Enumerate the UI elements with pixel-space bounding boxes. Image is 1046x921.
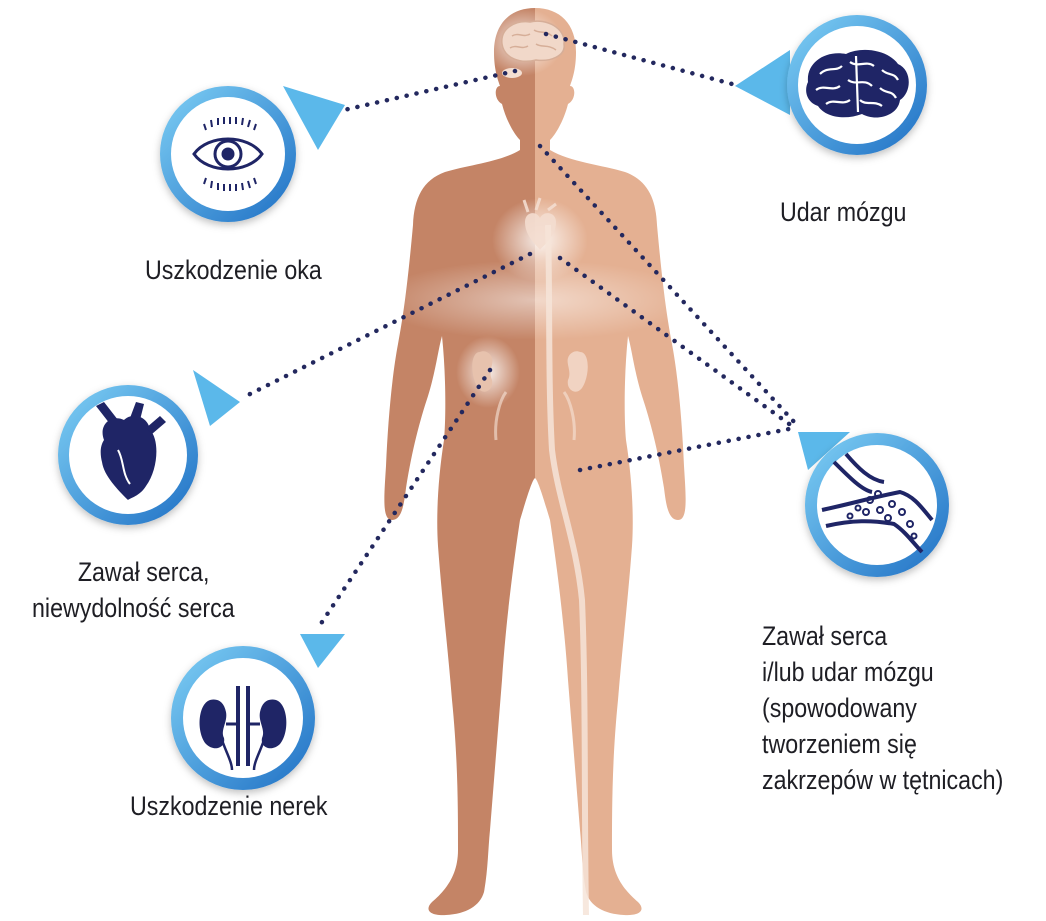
callout-kidney[interactable] (171, 634, 345, 790)
label-artery-line-2: i/lub udar mózgu (762, 654, 1003, 690)
label-artery-line-5: zakrzepów w tętnicach) (762, 762, 1003, 798)
body-right-half (535, 8, 686, 915)
label-heart-line-1: Zawał serca, (32, 554, 235, 590)
callout-eye[interactable] (160, 86, 345, 222)
badge-tail (300, 634, 345, 668)
label-eye: Uszkodzenie oka (145, 252, 322, 288)
label-brain: Udar mózgu (780, 194, 906, 230)
callout-brain[interactable] (735, 15, 927, 155)
label-artery-line-4: tworzeniem się (762, 726, 1003, 762)
body-left-half (384, 8, 535, 915)
brain-on-head (502, 21, 564, 61)
human-body-figure (375, 8, 695, 915)
callout-heart[interactable] (58, 370, 240, 525)
label-heart: Zawał serca, niewydolność serca (32, 554, 235, 626)
badge-tail (735, 50, 790, 115)
connector-eye (344, 71, 515, 110)
label-kidney: Uszkodzenie nerek (130, 788, 327, 824)
badge-tail (193, 370, 240, 426)
label-heart-line-2: niewydolność serca (32, 590, 235, 626)
connector-brain (546, 34, 747, 88)
brain-icon (806, 50, 909, 118)
callout-artery[interactable] (798, 432, 949, 577)
label-artery-line-3: (spowodowany (762, 690, 1003, 726)
chest-glow (375, 260, 695, 340)
label-artery: Zawał serca i/lub udar mózgu (spowodowan… (762, 618, 1003, 798)
label-artery-line-1: Zawał serca (762, 618, 1003, 654)
